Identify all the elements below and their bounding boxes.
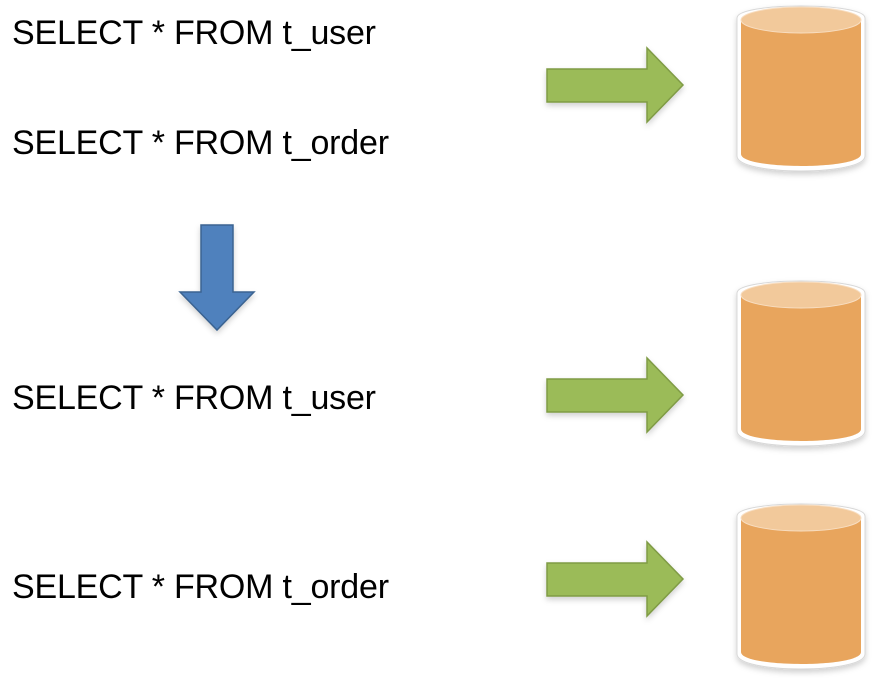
- right-arrow-icon-middle: [546, 356, 685, 434]
- database-cylinder-icon-bottom: [736, 503, 866, 670]
- query-text-order-original: SELECT * FROM t_order: [12, 124, 389, 162]
- database-cylinder-icon-middle: [736, 280, 866, 447]
- right-arrow-icon-bottom: [546, 540, 685, 618]
- right-arrow-icon-top: [546, 46, 685, 124]
- query-text-user-original: SELECT * FROM t_user: [12, 14, 376, 52]
- database-cylinder-icon-top: [736, 5, 866, 172]
- query-text-order-routed: SELECT * FROM t_order: [12, 568, 389, 606]
- down-arrow-icon: [178, 224, 256, 332]
- query-text-user-routed: SELECT * FROM t_user: [12, 379, 376, 417]
